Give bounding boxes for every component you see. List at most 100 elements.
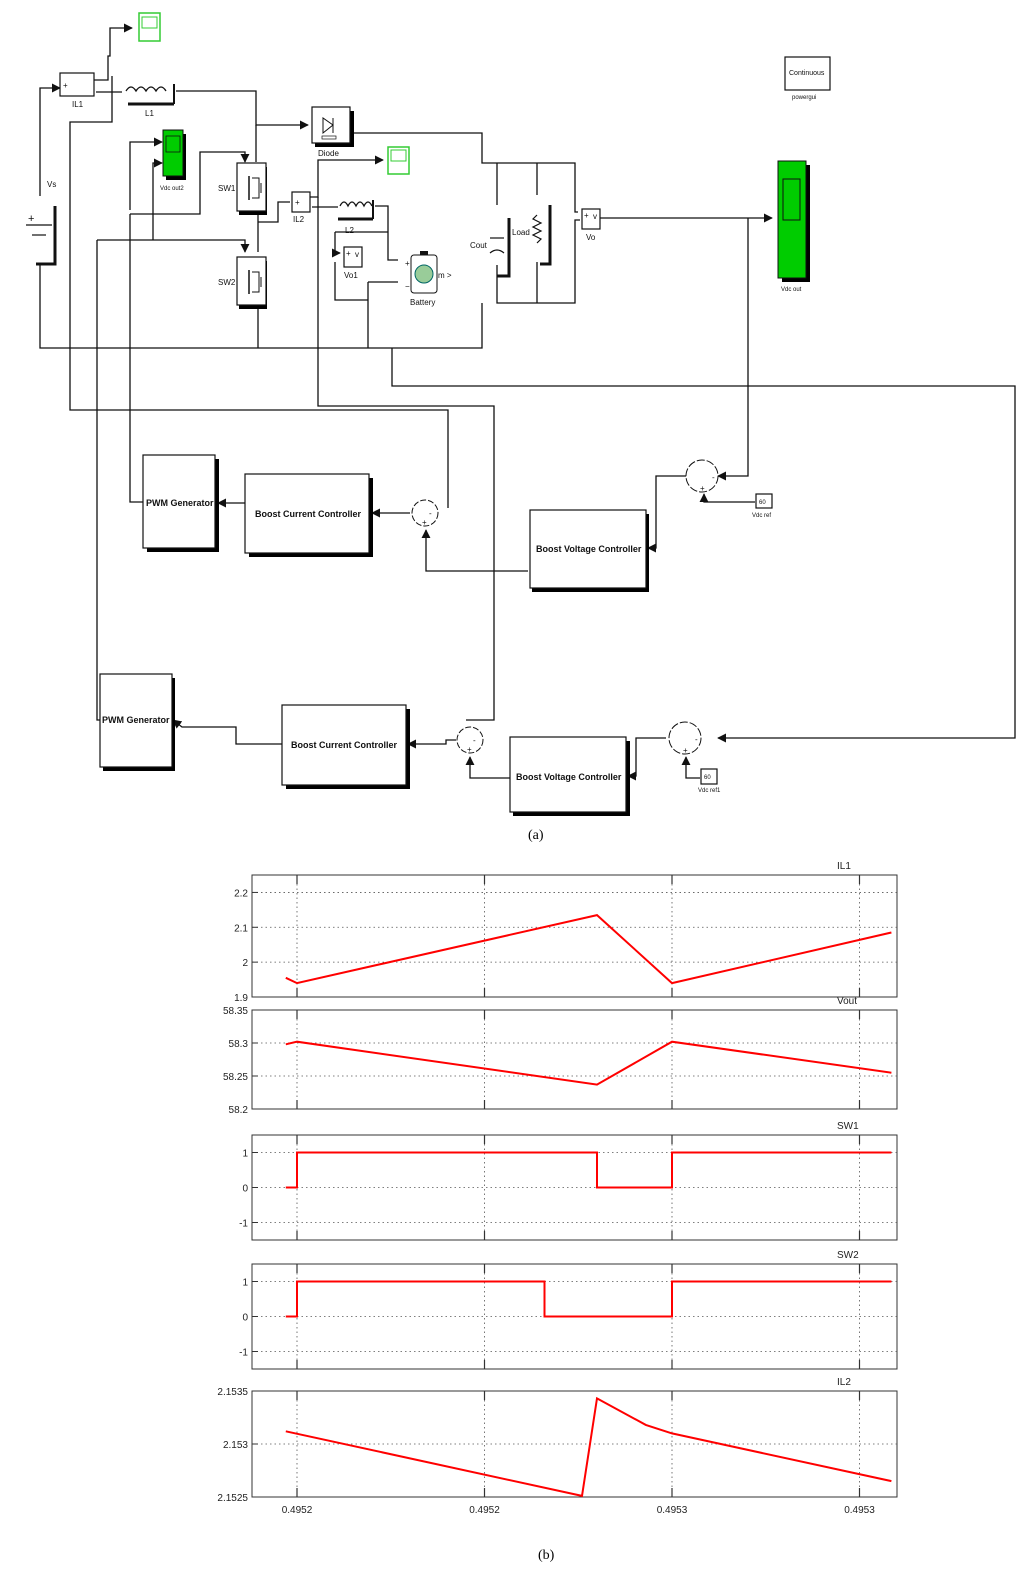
svg-text:-: -	[473, 736, 476, 745]
load-label: Load	[512, 228, 530, 237]
caption-b: (b)	[538, 1548, 555, 1563]
vref1-label: Vdc ref	[752, 513, 771, 519]
diode[interactable]: Diode	[311, 106, 354, 158]
scope-il1[interactable]	[138, 12, 161, 42]
powergui-label: powergui	[792, 95, 816, 101]
vo-label: Vo	[586, 233, 596, 242]
scope-vdc-out2[interactable]: Vdc out2	[160, 129, 186, 192]
y-tick-label: 1	[242, 1278, 248, 1289]
sum-block-1[interactable]: - +	[411, 499, 439, 527]
powergui-mode: Continuous	[789, 70, 825, 77]
voltage-meas-vo[interactable]: + v Vo	[581, 208, 601, 242]
svg-text:+: +	[63, 81, 68, 90]
boost-voltage-controller-2[interactable]: Boost Voltage Controller	[509, 736, 630, 816]
y-tick-label: 2	[242, 958, 248, 969]
cout-label: Cout	[470, 241, 488, 250]
svg-text:+: +	[683, 746, 688, 755]
boost-current-controller-2[interactable]: Boost Current Controller	[281, 704, 410, 789]
diode-label: Diode	[318, 149, 339, 158]
svg-text:+: +	[422, 518, 427, 527]
powergui-block[interactable]: Continuous powergui	[784, 56, 831, 101]
current-meas-il2[interactable]: + IL2	[291, 191, 311, 224]
vref2-value: 60	[704, 775, 711, 781]
sum-block-4[interactable]: - +	[668, 721, 702, 755]
voltage-ctrl1-label: Boost Voltage Controller	[536, 544, 642, 554]
switch-sw1[interactable]: SW1	[218, 162, 267, 215]
scope-plots: 1.922.12.2IL158.258.2558.358.35Vout-101S…	[217, 861, 898, 1516]
plot-title-SW2: SW2	[837, 1250, 859, 1261]
boost-current-controller-1[interactable]: Boost Current Controller	[244, 473, 373, 557]
svg-text:v: v	[593, 212, 597, 221]
current-meas-il1[interactable]: + IL1	[59, 72, 95, 109]
sum-block-2[interactable]: - +	[685, 459, 719, 493]
constant-vdc-ref1[interactable]: 60 Vdc ref1	[698, 768, 721, 794]
pwm2-label: PWM Generator	[102, 715, 170, 725]
plot-title-SW1: SW1	[837, 1121, 859, 1132]
l2-label: L2	[345, 226, 354, 235]
y-tick-label: 1	[242, 1149, 248, 1160]
sum-block-3[interactable]: - +	[456, 726, 484, 754]
svg-text:v: v	[355, 250, 359, 259]
trace-SW2	[285, 1280, 892, 1318]
voltage-meas-vo1[interactable]: + v Vo1	[343, 246, 363, 280]
inductor-l2[interactable]: L2	[338, 200, 374, 235]
sw1-label: SW1	[218, 184, 236, 193]
x-tick-label: 0.4952	[282, 1505, 313, 1516]
svg-text:+: +	[405, 259, 410, 268]
wires	[39, 23, 1016, 781]
svg-text:+: +	[700, 484, 705, 493]
source-label: Vs	[47, 180, 56, 189]
inductor-l1[interactable]: L1	[125, 84, 175, 118]
svg-text:+: +	[584, 211, 589, 220]
svg-text:+: +	[295, 198, 300, 207]
resistor-load[interactable]: Load	[512, 205, 552, 266]
svg-text:−: −	[405, 282, 410, 291]
trace-SW1	[285, 1151, 892, 1189]
x-tick-label: 0.4953	[844, 1505, 875, 1516]
plot-axes-Vout	[251, 1009, 898, 1110]
battery[interactable]: m > + − Battery	[405, 251, 452, 307]
x-tick-label: 0.4953	[657, 1505, 688, 1516]
svg-text:+: +	[467, 745, 472, 754]
scope-vdc-out[interactable]: Vdc out	[777, 160, 810, 293]
l1-label: L1	[145, 109, 154, 118]
y-tick-label: -1	[239, 1348, 248, 1359]
y-tick-label: 58.25	[223, 1072, 248, 1083]
y-tick-label: 58.2	[229, 1105, 249, 1116]
y-tick-label: 0	[242, 1313, 248, 1324]
capacitor-cout[interactable]: Cout	[470, 218, 511, 278]
scope-vdc-out-label: Vdc out	[781, 287, 802, 293]
sw2-label: SW2	[218, 278, 236, 287]
pwm-generator-2[interactable]: PWM Generator	[99, 673, 175, 771]
plot-axes-IL1	[251, 874, 898, 998]
plot-axes-IL2	[251, 1390, 898, 1498]
boost-voltage-controller-1[interactable]: Boost Voltage Controller	[529, 509, 649, 592]
y-tick-label: 58.3	[229, 1039, 249, 1050]
y-tick-label: 0	[242, 1184, 248, 1195]
scope-il2[interactable]	[387, 146, 410, 175]
pwm-generator-1[interactable]: PWM Generator	[142, 454, 219, 552]
il2-label: IL2	[293, 215, 305, 224]
y-tick-label: 1.9	[234, 993, 248, 1004]
svg-text:-: -	[712, 473, 715, 482]
simulink-diagram: + Vs + IL1 L1 Vdc out2 Diode	[26, 12, 1016, 816]
trace-IL1	[285, 914, 892, 985]
x-tick-label: 0.4952	[469, 1505, 500, 1516]
svg-text:m >: m >	[438, 271, 452, 280]
il1-label: IL1	[72, 100, 84, 109]
current-ctrl1-label: Boost Current Controller	[255, 509, 361, 519]
switch-sw2[interactable]: SW2	[218, 256, 267, 309]
svg-text:-: -	[695, 735, 698, 744]
vref1-value: 60	[759, 500, 766, 506]
svg-text:+: +	[346, 249, 351, 258]
y-tick-label: 2.2	[234, 888, 248, 899]
plot-title-IL1: IL1	[837, 861, 851, 872]
pwm1-label: PWM Generator	[146, 498, 214, 508]
constant-vdc-ref[interactable]: 60 Vdc ref	[752, 493, 773, 519]
trace-IL2	[285, 1396, 892, 1498]
plot-title-IL2: IL2	[837, 1377, 851, 1388]
y-tick-label: -1	[239, 1219, 248, 1230]
dc-source-vs[interactable]: + Vs	[26, 180, 57, 266]
svg-text:-: -	[429, 509, 432, 518]
y-tick-label: 2.1525	[217, 1493, 248, 1504]
